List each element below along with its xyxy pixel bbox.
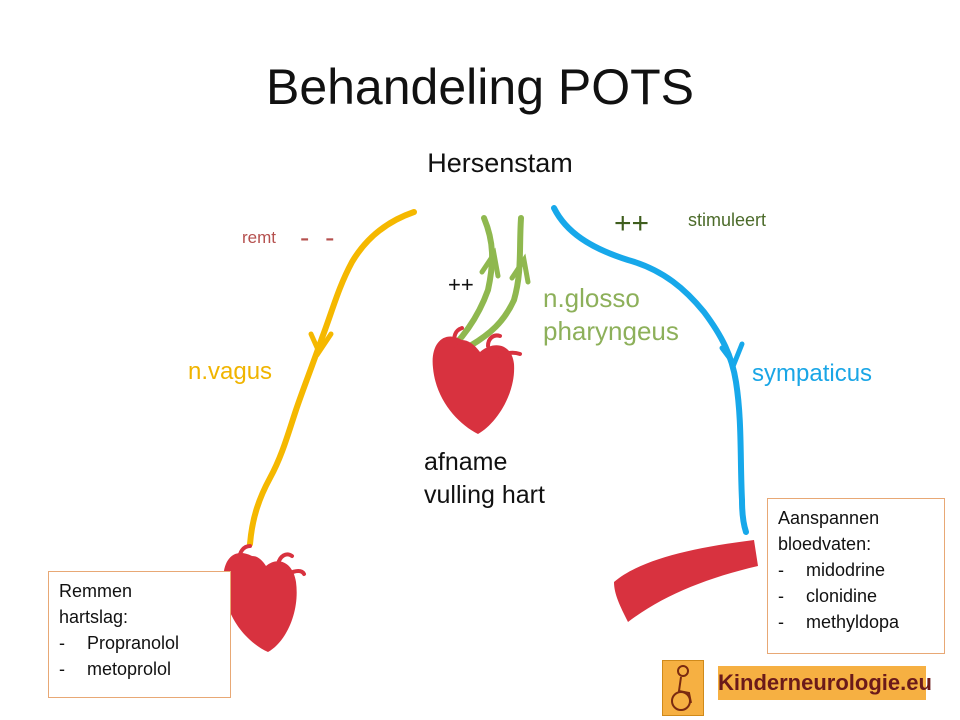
child-wheelchair-icon (662, 660, 704, 716)
stimulates-label: stimuleert (688, 210, 767, 230)
blood-vessel-icon (614, 540, 758, 622)
glosso-nerve-line-2 (467, 215, 524, 349)
page-title: Behandeling POTS (265, 59, 695, 115)
glosso-label-line-1: n.glosso (543, 283, 640, 313)
trigger-label: afname vulling hart (424, 446, 604, 512)
glosso-nerve-label: n.glosso pharyngeus (543, 282, 713, 348)
sympathetic-nerve-line (551, 205, 749, 535)
drug-name: methyldopa (806, 612, 900, 632)
logo-text: Kinderneurologie.eu (718, 666, 932, 700)
site-logo: Kinderneurologie.eu (662, 658, 932, 716)
vessel-treatment-box: Aanspannen bloedvaten: -midodrine -cloni… (767, 498, 945, 654)
list-item: -Propranolol (59, 630, 222, 656)
heart-middle-icon (432, 326, 522, 434)
vagus-nerve-label: n.vagus (188, 358, 273, 385)
list-item: -midodrine (778, 557, 936, 583)
box-heading-line-2: hartslag: (59, 607, 129, 627)
box-heading-line-1: Aanspannen (778, 508, 880, 528)
brainstem-label: Hersenstam (427, 148, 573, 178)
list-item: -metoprolol (59, 656, 222, 682)
inhibits-sign: - - (300, 222, 339, 253)
drug-name: clonidine (806, 586, 878, 606)
sympathetic-arrowhead (719, 341, 745, 370)
sympathetic-nerve-label: sympaticus (752, 360, 873, 387)
trigger-line-1: afname (424, 448, 508, 476)
box-heading-line-1: Remmen (59, 581, 133, 601)
drug-name: Propranolol (87, 633, 180, 653)
vagus-arrowhead (308, 331, 334, 358)
glosso-label-line-2: pharyngeus (543, 316, 679, 346)
heart-left-icon (223, 544, 306, 652)
stimulates-sign: ++ (614, 207, 650, 240)
trigger-line-2: vulling hart (424, 481, 545, 509)
vagus-nerve-line (247, 209, 417, 547)
drug-name: midodrine (806, 560, 886, 580)
glosso-stimulates-sign: ++ (448, 272, 474, 297)
heart-rate-treatment-box: Remmen hartslag: -Propranolol -metoprolo… (48, 571, 231, 698)
drug-name: metoprolol (87, 659, 172, 679)
glosso-arrowhead-1 (479, 247, 501, 279)
box-heading-line-2: bloedvaten: (778, 534, 872, 554)
list-item: -clonidine (778, 583, 936, 609)
glosso-arrowhead-2 (509, 253, 531, 285)
inhibits-label: remt (242, 228, 276, 247)
list-item: -methyldopa (778, 609, 936, 635)
